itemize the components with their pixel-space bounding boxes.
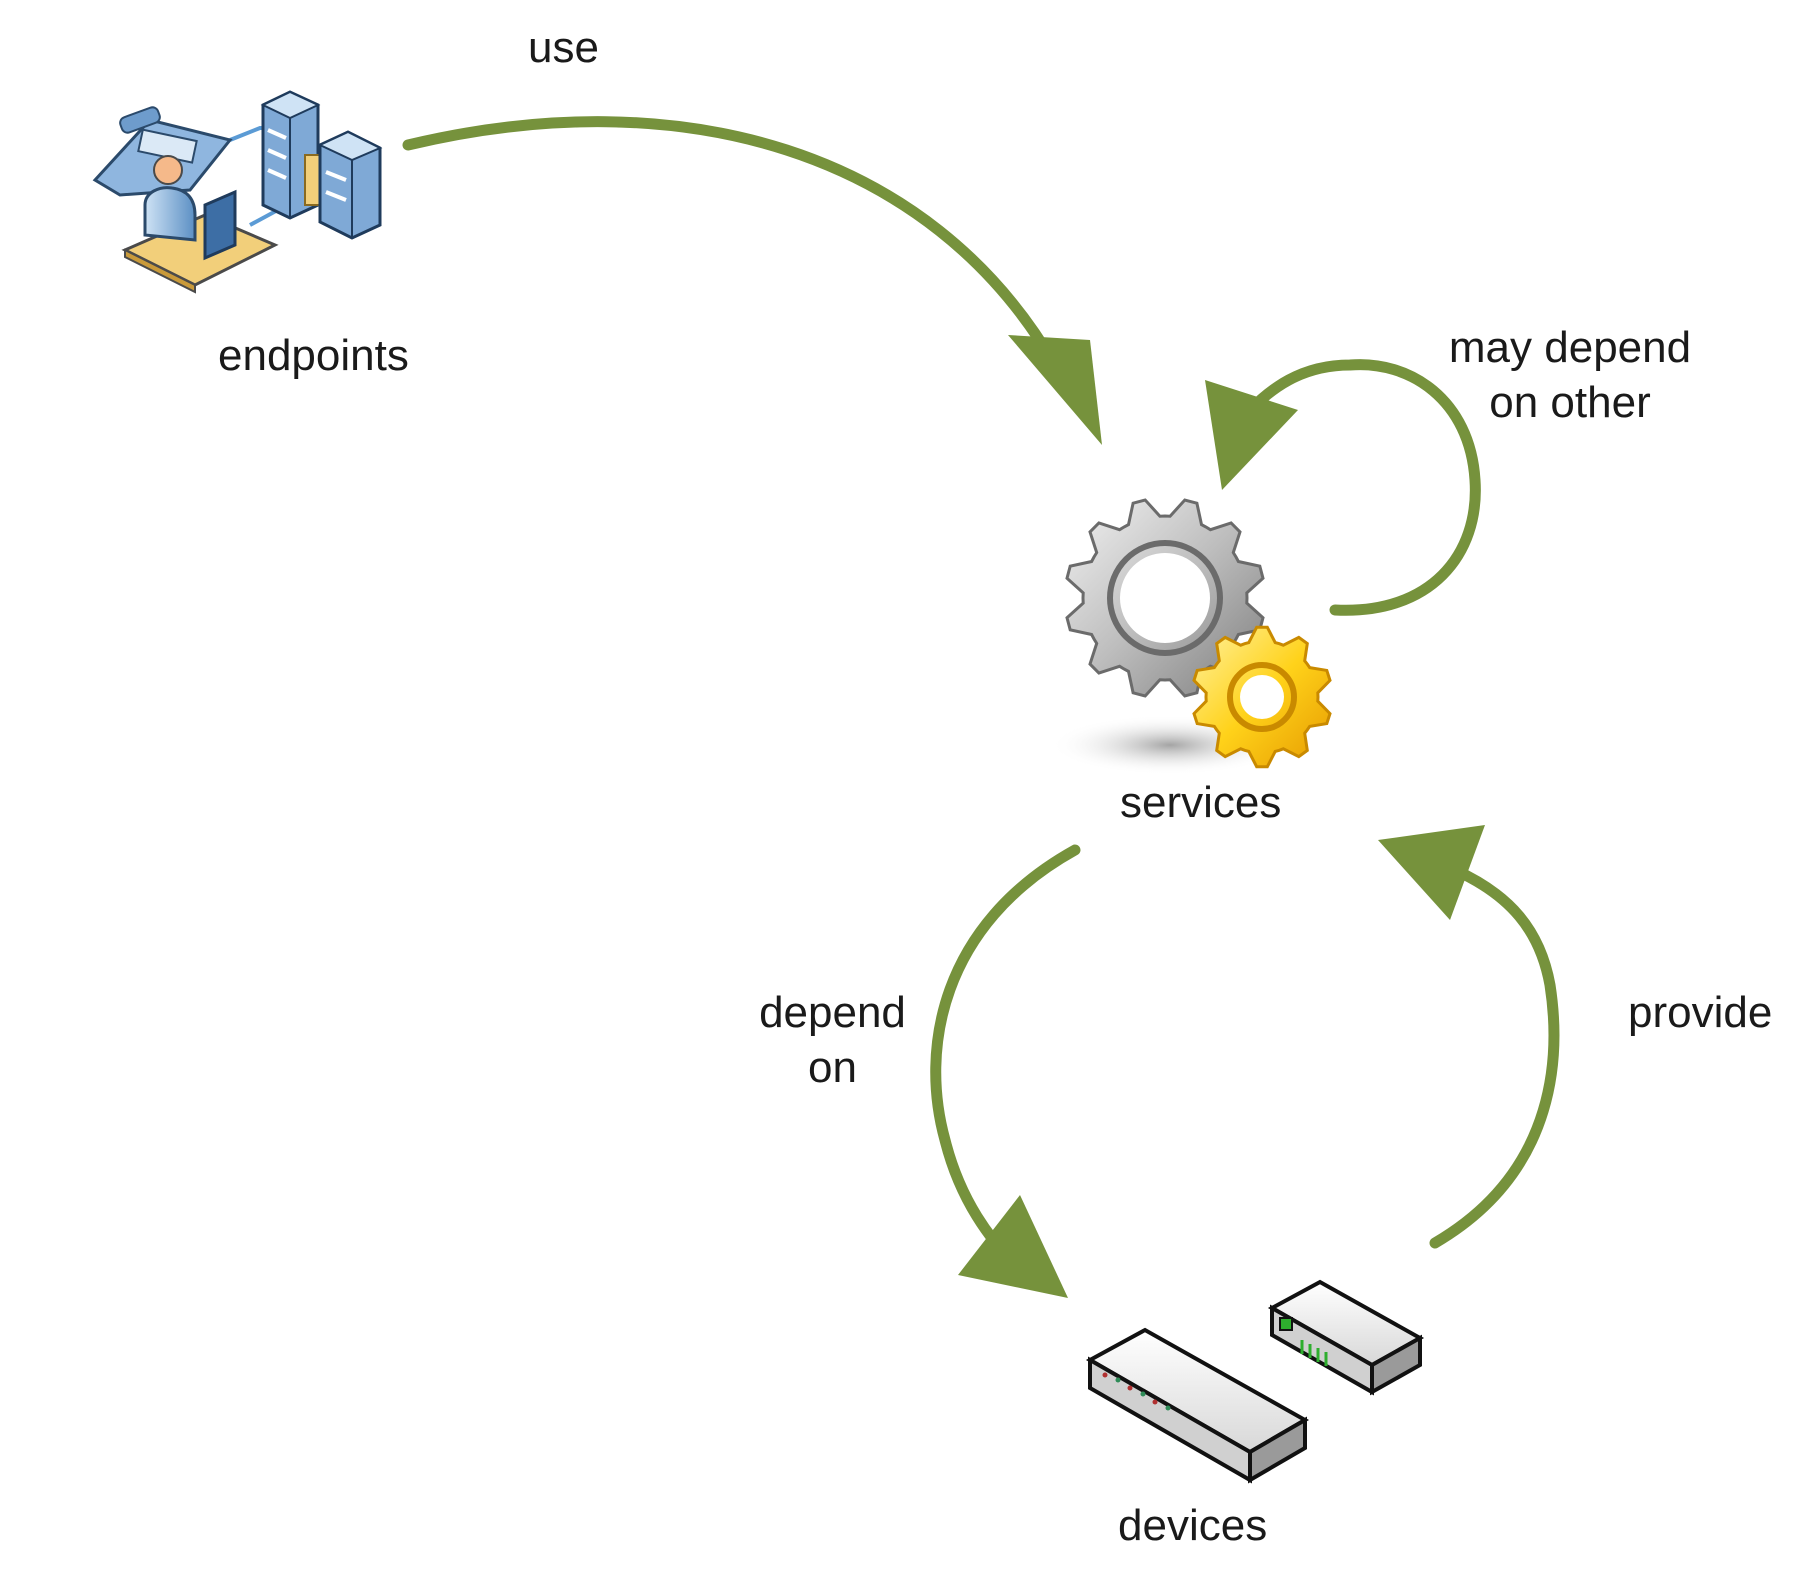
gear-hole [1120,553,1210,643]
edge-label-self-dependency: may depend on other [1440,320,1700,430]
network-devices-icon [1085,1279,1425,1484]
arrow-provide [1378,825,1560,1249]
node-label-services: services [1120,778,1282,827]
edge-label-depend-on: depend on [745,985,920,1095]
edge-label-depend-on-line2: on [808,1043,857,1092]
gears-icon [1050,498,1332,775]
edge-label-self-dependency-line2: on other [1489,378,1651,427]
arrow-depend-on [930,844,1081,1298]
edge-label-self-dependency-line1: may depend [1448,323,1692,372]
node-label-endpoints: endpoints [218,331,409,380]
endpoints-icon [92,90,383,294]
gear-hole [1240,675,1284,719]
arrow-self-dependency [1205,359,1481,616]
edge-label-depend-on-line1: depend [759,988,906,1037]
gear-ring [1107,540,1223,656]
edge-label-use: use [528,23,599,72]
arrow-use [402,116,1102,445]
edge-label-provide: provide [1628,988,1773,1037]
gear-ring [1227,662,1297,732]
node-label-devices: devices [1118,1501,1268,1550]
